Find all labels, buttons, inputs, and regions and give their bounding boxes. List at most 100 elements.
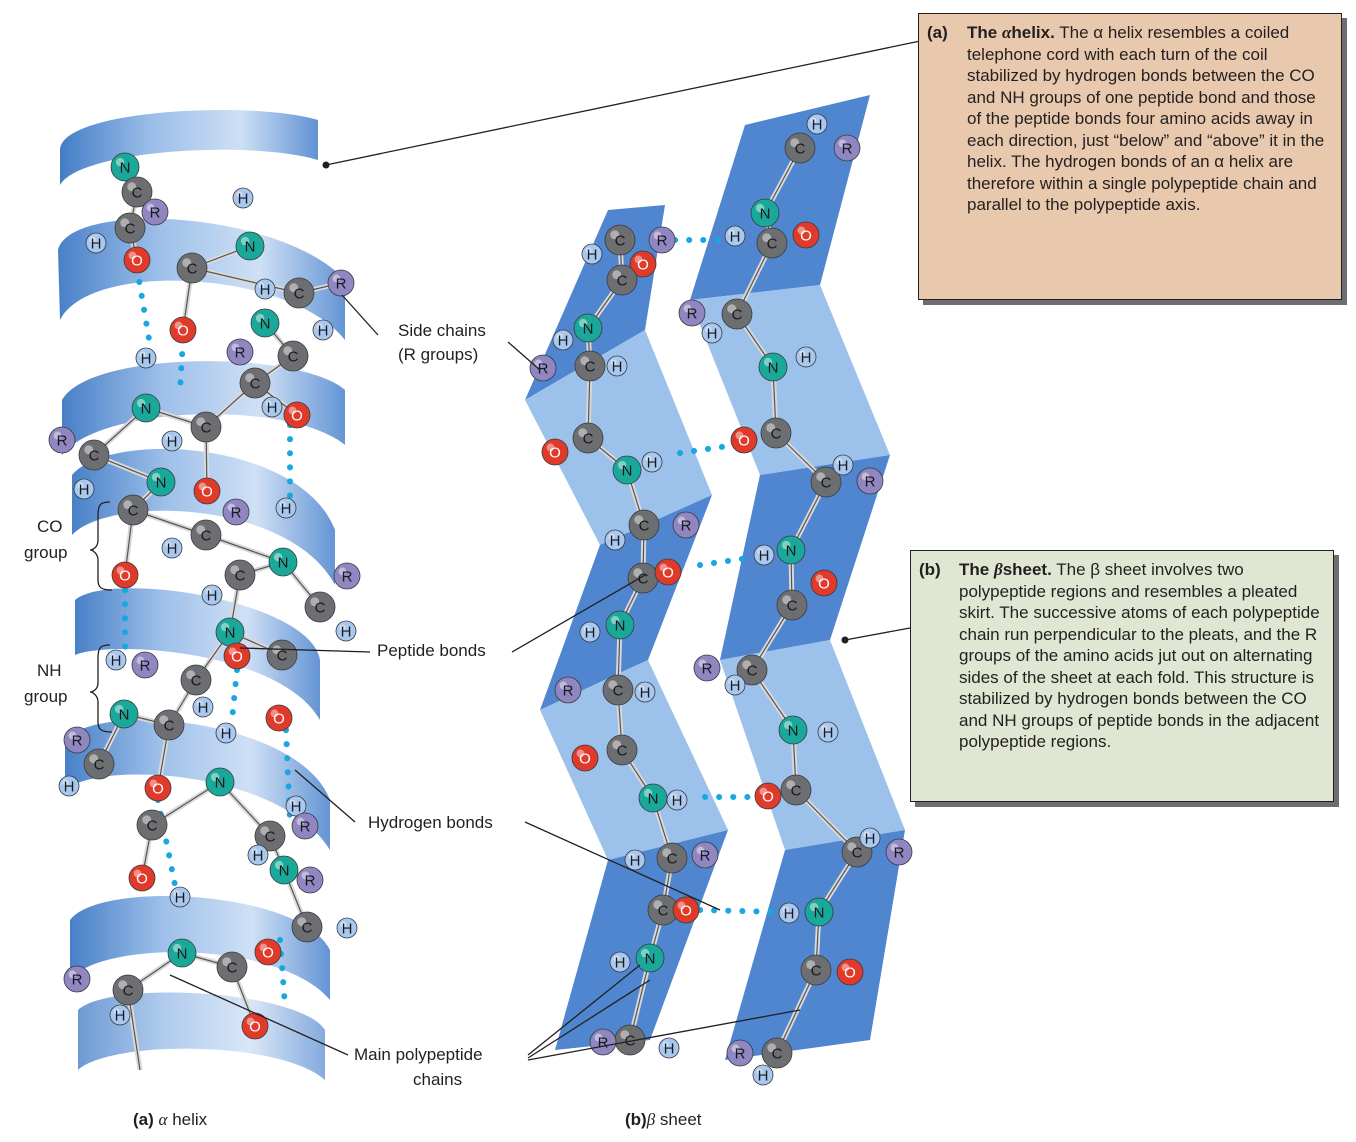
atom-highlight [146,203,155,212]
caption-b-greek: β [646,1110,656,1129]
left-pleat-5 [555,830,728,1050]
r-group-atom-ball [672,511,700,539]
atom-highlight [786,780,796,790]
r-group-atom-ball [726,1039,754,1067]
carbon-atom-ball [721,298,753,330]
carbon-atom-ball [810,466,842,498]
box-b-title-post: sheet. [1002,560,1052,579]
carbon-atom: C [78,439,110,471]
carbon-atom-label: C [639,518,650,535]
oxygen-atom: O [223,642,251,670]
hydrogen-atom-ball [859,827,881,849]
nitrogen-atom-label: N [279,863,290,880]
r-group-atom-ball [554,676,582,704]
hydrogen-bond [697,554,758,568]
hydrogen-atom-ball [609,951,631,973]
atom-highlight [757,548,764,555]
carbon-atom: C [121,176,153,208]
hydrogen-atom-ball [336,917,358,939]
carbon-atom-label: C [852,845,863,862]
hydrogen-atom: H [753,544,775,566]
nitrogen-atom-label: N [177,946,188,963]
r-group-atom-ball [691,841,719,869]
atom-highlight [301,871,310,880]
atom-highlight [534,359,543,368]
carbon-atom-ball [153,709,185,741]
box-a-title-post: helix. [1011,23,1055,42]
nitrogen-atom-ball [635,943,665,973]
carbon-atom: C [614,1024,646,1056]
atom-highlight [62,779,69,786]
carbon-atom: C [800,954,832,986]
leader-box-b [844,627,911,641]
nitrogen-atom: N [804,897,834,927]
carbon-atom-label: C [123,983,134,1000]
hydrogen-bond [283,727,293,823]
hydrogen-atom-label: H [801,350,812,367]
nitrogen-atom-ball [269,855,299,885]
left-pleat-4 [540,660,728,860]
leader-peptide-a [239,647,371,653]
carbon-atom-ball [117,494,149,526]
carbon-atom: C [114,212,146,244]
atom-highlight [89,236,96,243]
atom-highlight [612,270,622,280]
carbon-atom: C [153,709,185,741]
carbon-atom-label: C [288,349,299,366]
hydrogen-atom-ball [778,902,800,924]
oxygen-atom-ball [111,561,139,589]
atom-highlight [136,398,146,408]
carbon-atom: C [736,654,768,686]
atom-highlight [258,282,265,289]
atom-highlight [659,563,668,572]
carbon-atom-label: C [658,903,669,920]
carbon-atom-ball [180,664,212,696]
hydrogen-atom-ball [666,789,688,811]
r-group-atom-label: R [894,845,905,862]
helix-turn-8 [78,992,325,1080]
carbon-atom-ball [602,674,634,706]
carbon-atom: C [756,227,788,259]
left-pleat-2 [525,330,712,545]
r-group-atom-label: R [300,819,311,836]
atom-highlight [728,229,735,236]
atom-highlight [662,1041,669,1048]
atom-highlight [578,428,588,438]
oxygen-atom: O [836,958,864,986]
carbon-atom-label: C [585,359,596,376]
atom-highlight [149,779,158,788]
atom-highlight [782,906,789,913]
oxygen-atom-ball [836,958,864,986]
hydrogen-atom: H [161,537,183,559]
r-group-atom-label: R [842,141,853,158]
label-hydrogen-bonds: Hydrogen bonds [368,813,493,832]
atom-highlight [767,1043,777,1053]
carbon-atom-ball [283,277,315,309]
carbon-atom-label: C [294,286,305,303]
box-b-text: The β sheet involves two polypeptide reg… [959,560,1320,751]
carbon-atom: C [190,519,222,551]
hydrogen-atom-label: H [198,700,209,717]
beta-sheet-ribbon-right [690,95,905,1060]
r-group-atom: R [296,866,324,894]
carbon-atom-label: C [795,141,806,158]
atom-highlight [270,709,279,718]
hydrogen-atom: H [215,722,237,744]
atom-highlight [670,793,677,800]
atom-highlight [640,948,650,958]
label-nh-group-2: group [24,687,67,706]
r-group-atom-label: R [598,1035,609,1052]
nitrogen-atom: N [750,198,780,228]
hydrogen-atom-ball [161,430,183,452]
hydrogen-atom: H [666,789,688,811]
carbon-atom-label: C [617,743,628,760]
oxygen-atom: O [754,782,782,810]
nitrogen-atom: N [605,610,635,640]
carbon-atom-label: C [787,598,798,615]
caption-a-tag: (a) [133,1110,154,1129]
carbon-atom: C [628,509,660,541]
hydrogen-atom-ball [753,544,775,566]
oxygen-atom: O [571,744,599,772]
hydrogen-atom-label: H [585,625,596,642]
hydrogen-atom-label: H [141,351,152,368]
